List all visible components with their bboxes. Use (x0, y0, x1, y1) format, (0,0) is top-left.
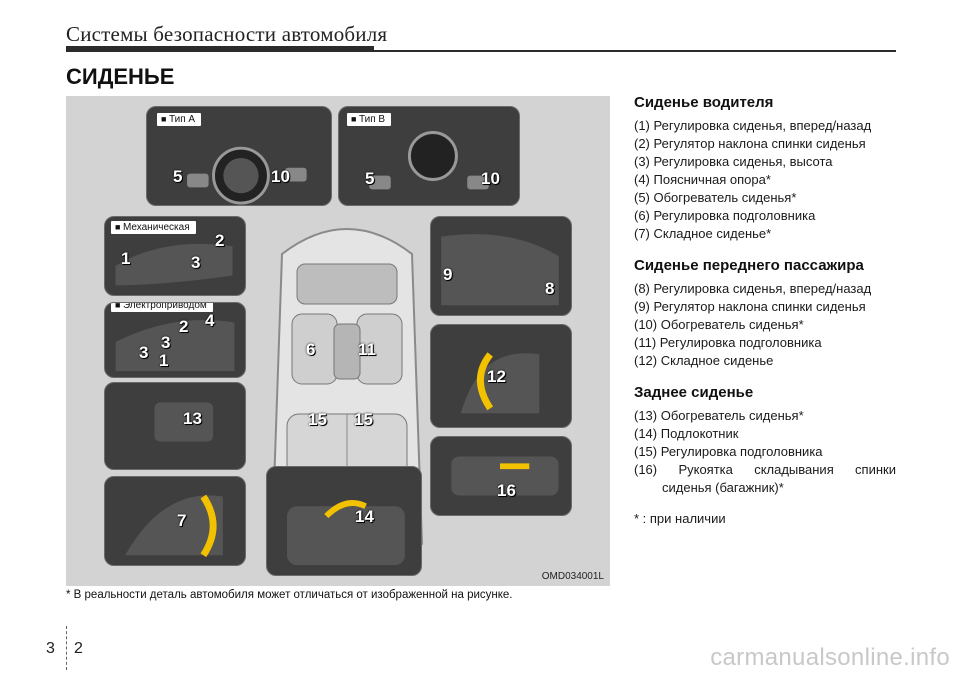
callout-3-power-b: 3 (139, 343, 149, 362)
page-number: 2 (74, 640, 83, 657)
callout-6: 6 (306, 340, 316, 359)
tag-power: Электроприводом (111, 303, 213, 312)
passenger-seat-list: (8) Регулировка сиденья, вперед/назад (9… (634, 280, 896, 370)
page-number-separator (66, 626, 68, 670)
callout-13: 13 (183, 409, 202, 428)
panel-folding-seat: 7 (104, 476, 246, 566)
callout-16: 16 (497, 481, 516, 500)
section-title: СИДЕНЬЕ (66, 64, 175, 89)
list-item: (4) Поясничная опора* (634, 172, 771, 187)
availability-note: * : при наличии (634, 511, 726, 526)
panel-type-a: Тип A 5 10 (146, 106, 332, 206)
list-item: (15) Регулировка подголовника (634, 444, 823, 459)
callout-12: 12 (487, 367, 506, 386)
list-item: (16) Рукоятка складывания спинки сиденья… (634, 462, 896, 495)
header-rule-thin (374, 50, 896, 52)
callout-2-power: 2 (179, 317, 189, 336)
list-item: (7) Складное сиденье* (634, 226, 772, 241)
tag-type-b: Тип B (347, 113, 392, 126)
panel-rear-heater: 13 (104, 382, 246, 470)
list-item: (13) Обогреватель сиденья* (634, 408, 804, 423)
callout-11: 11 (358, 340, 376, 359)
callout-8: 8 (545, 279, 555, 298)
list-item: (6) Регулировка подголовника (634, 208, 816, 223)
list-item: (10) Обогреватель сиденья* (634, 317, 804, 332)
panel-manual-seat: Механическая 1 2 3 (104, 216, 246, 296)
callout-5-a: 5 (173, 167, 183, 186)
passenger-seat-heading: Сиденье переднего пассажира (634, 257, 864, 274)
panel-type-b: Тип B 5 10 (338, 106, 520, 206)
chapter-title: Системы безопасности автомобиля (66, 22, 388, 46)
callout-9: 9 (443, 265, 453, 284)
panel-power-seat: Электроприводом 2 4 3 3 1 (104, 302, 246, 378)
figure-code: OMD034001L (541, 571, 604, 582)
callout-10-a: 10 (271, 167, 290, 186)
list-item: (3) Регулировка сиденья, высота (634, 154, 833, 169)
figure-footnote: * В реальности деталь автомобиля может о… (66, 589, 513, 601)
list-item: (9) Регулятор наклона спинки сиденья (634, 299, 866, 314)
callout-3-manual: 3 (191, 253, 201, 272)
section-number: 3 (46, 640, 55, 657)
panel-passenger-folding: 12 (430, 324, 572, 428)
callout-2-manual: 2 (215, 231, 225, 250)
list-item: (5) Обогреватель сиденья* (634, 190, 797, 205)
header-rule-thick (66, 46, 374, 52)
seat-illustration: 6 11 15 15 Тип A 5 10 Тип B 5 10 Механич… (66, 96, 610, 586)
list-item: (8) Регулировка сиденья, вперед/назад (634, 281, 872, 296)
tag-manual: Механическая (111, 221, 196, 234)
driver-seat-heading: Сиденье водителя (634, 94, 774, 111)
legend-column: Сиденье водителя (1) Регулировка сиденья… (634, 94, 896, 526)
rear-seat-list: (13) Обогреватель сиденья* (14) Подлокот… (634, 407, 896, 497)
watermark: carmanualsonline.info (710, 644, 950, 671)
callout-15-left: 15 (308, 410, 327, 429)
panel-trunk-handle: 16 (430, 436, 572, 516)
callout-7: 7 (177, 511, 187, 530)
callout-10-b: 10 (481, 169, 500, 188)
panel-armrest: 14 (266, 466, 422, 576)
callout-1-manual: 1 (121, 249, 131, 268)
driver-seat-list: (1) Регулировка сиденья, вперед/назад (2… (634, 117, 896, 243)
callout-4-power: 4 (205, 311, 215, 330)
callout-1-power: 1 (159, 351, 169, 370)
tag-type-a: Тип A (157, 113, 202, 126)
panel-passenger-seat: 9 8 (430, 216, 572, 316)
list-item: (14) Подлокотник (634, 426, 739, 441)
list-item: (12) Складное сиденье (634, 353, 774, 368)
callout-3-power-a: 3 (161, 333, 171, 352)
callout-14: 14 (355, 507, 374, 526)
list-item: (11) Регулировка подголовника (634, 335, 822, 350)
callout-15-right: 15 (354, 410, 373, 429)
list-item: (1) Регулировка сиденья, вперед/назад (634, 118, 872, 133)
list-item: (2) Регулятор наклона спинки сиденья (634, 136, 866, 151)
rear-seat-heading: Заднее сиденье (634, 384, 754, 401)
callout-5-b: 5 (365, 169, 375, 188)
